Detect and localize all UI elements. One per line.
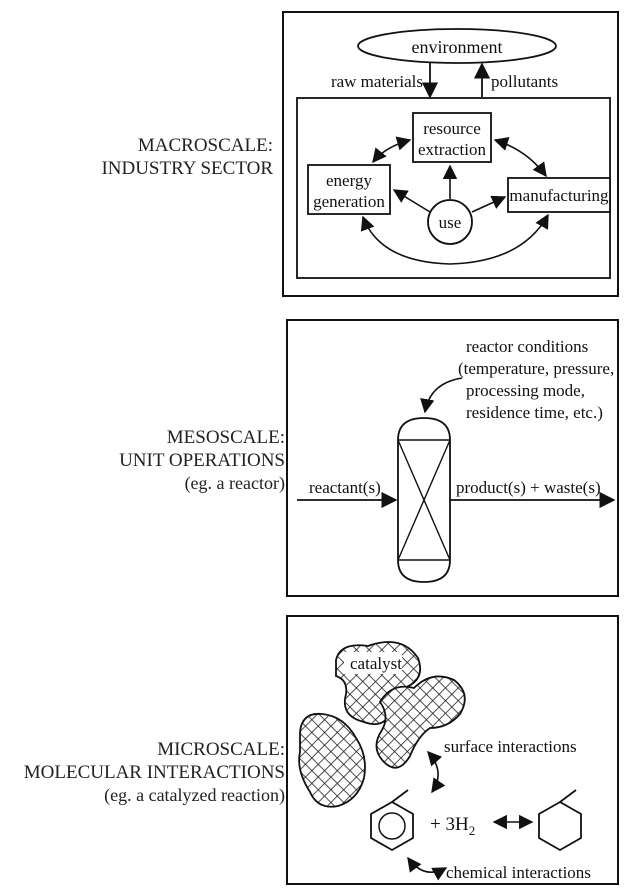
- reactor-conditions-line3: processing mode,: [466, 381, 585, 400]
- energy-label: energy: [326, 171, 372, 190]
- microscale-example: (eg. a catalyzed reaction): [104, 785, 285, 805]
- catalyst-blob-right: [375, 675, 466, 769]
- energy-resource-arrow: [372, 136, 412, 164]
- benzene-ring: [370, 800, 414, 852]
- macroscale-outer-frame: [282, 11, 619, 297]
- raw-materials-label: raw materials: [331, 72, 423, 91]
- manufacturing-label: manufacturing: [509, 186, 609, 205]
- cyclohexane-ring: [538, 800, 582, 852]
- energy-manufacturing-loop-arrow: [360, 213, 549, 265]
- resource-manufacturing-arrow: [493, 136, 547, 178]
- catalyst-label-box: [344, 652, 402, 674]
- mesoscale-frame: [286, 319, 619, 597]
- macroscale-subtitle: INDUSTRY SECTOR: [101, 158, 273, 179]
- microscale-title: MICROSCALE:: [157, 739, 285, 760]
- benzene-aromatic-circle: [378, 812, 406, 840]
- macroscale-panel: environment raw materials pollutants res…: [282, 11, 619, 297]
- manufacturing-node: [507, 177, 611, 213]
- energy-generation-node: [307, 164, 391, 215]
- generation-label: generation: [313, 192, 385, 211]
- mesoscale-title: MESOSCALE:: [166, 427, 285, 448]
- mesoscale-panel: reactor conditions (temperature, pressur…: [286, 319, 619, 597]
- chemical-interactions-arrow: [407, 856, 448, 881]
- surface-interactions-arrow: [427, 750, 446, 794]
- macroscale-title: MACROSCALE:: [137, 135, 273, 156]
- resource-extraction-node: [412, 112, 492, 163]
- macroscale-label: MACROSCALE: INDUSTRY SECTOR: [101, 134, 273, 180]
- microscale-label: MICROSCALE: MOLECULAR INTERACTIONS (eg. …: [24, 738, 285, 807]
- cyclohexane-substituent: [559, 789, 577, 803]
- microscale-panel: catalyst surface interactions + 3H2 chem…: [286, 615, 619, 885]
- reactor-conditions-line2: (temperature, pressure,: [458, 359, 614, 378]
- benzene-substituent: [391, 789, 409, 803]
- environment-node: [357, 28, 557, 64]
- chemical-interactions-label: chemical interactions: [446, 863, 591, 882]
- pollutants-label: pollutants: [491, 72, 558, 91]
- environment-label: environment: [412, 37, 503, 57]
- mesoscale-label: MESOSCALE: UNIT OPERATIONS (eg. a reacto…: [119, 426, 285, 495]
- catalyst-label: catalyst: [350, 654, 402, 673]
- mesoscale-example: (eg. a reactor): [184, 473, 285, 493]
- hydrogen-label: + 3H2: [430, 814, 475, 838]
- resource-label: resource: [423, 119, 481, 138]
- catalyst-blob-left: [298, 712, 366, 808]
- use-to-manufacturing-arrow: [471, 195, 507, 213]
- conditions-arrow: [420, 377, 463, 414]
- extraction-label: extraction: [418, 140, 486, 159]
- reactor-cross-2: [397, 439, 451, 561]
- use-to-energy-arrow: [392, 189, 431, 213]
- reactor-conditions-line1: reactor conditions: [466, 337, 588, 356]
- mesoscale-subtitle: UNIT OPERATIONS: [119, 450, 285, 471]
- reactor-conditions-line4: residence time, etc.): [466, 403, 603, 422]
- microscale-subtitle: MOLECULAR INTERACTIONS: [23, 762, 285, 783]
- microscale-frame: [286, 615, 619, 885]
- use-label: use: [439, 213, 462, 232]
- products-label: product(s) + waste(s): [456, 478, 601, 497]
- surface-interactions-label: surface interactions: [444, 737, 577, 756]
- reactants-label: reactant(s): [309, 478, 381, 497]
